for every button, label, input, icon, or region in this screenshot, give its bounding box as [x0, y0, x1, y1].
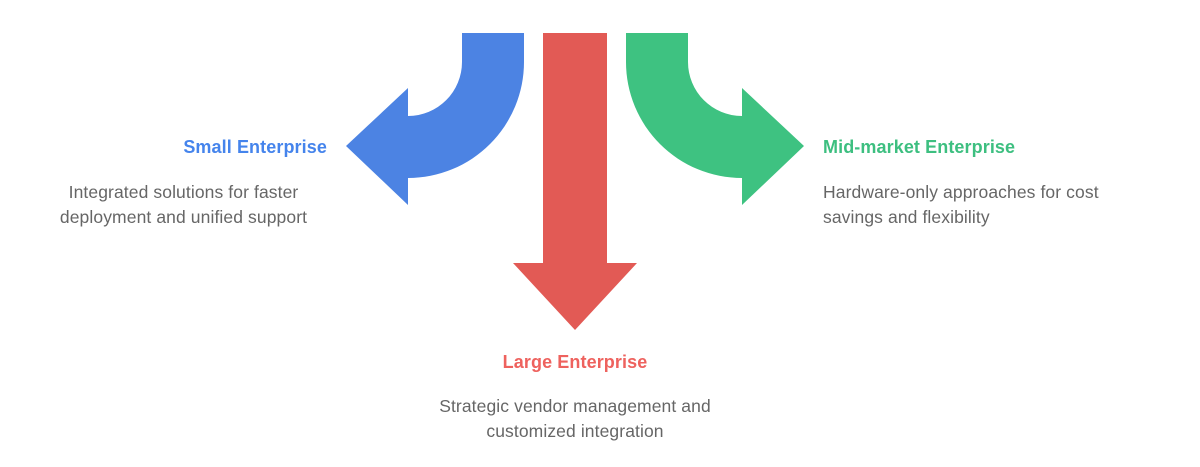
branch-midmarket-enterprise: Mid-market Enterprise Hardware-only appr…: [823, 136, 1163, 230]
small-enterprise-title: Small Enterprise: [183, 137, 327, 157]
curved-arrow-right-icon: [626, 33, 804, 205]
description-line-1: Strategic vendor management and: [439, 396, 711, 416]
branch-large-enterprise: Large Enterprise Strategic vendor manage…: [415, 351, 735, 444]
small-enterprise-description: Integrated solutions for faster deployme…: [40, 180, 327, 230]
curved-arrow-left-icon: [346, 33, 524, 205]
description-line-2: deployment and unified support: [59, 207, 308, 227]
midmarket-enterprise-title: Mid-market Enterprise: [823, 137, 1016, 157]
straight-arrow-down-icon: [513, 33, 637, 330]
description-line-1: Hardware-only approaches for cost: [823, 182, 1099, 202]
description-line-2: savings and flexibility: [823, 207, 990, 227]
midmarket-enterprise-description: Hardware-only approaches for cost saving…: [823, 180, 1163, 230]
large-enterprise-title: Large Enterprise: [502, 352, 648, 372]
large-enterprise-description: Strategic vendor management and customiz…: [415, 394, 735, 444]
description-line-2: customized integration: [486, 421, 664, 441]
branch-small-enterprise: Small Enterprise Integrated solutions fo…: [40, 136, 327, 230]
description-line-1: Integrated solutions for faster: [68, 182, 299, 202]
